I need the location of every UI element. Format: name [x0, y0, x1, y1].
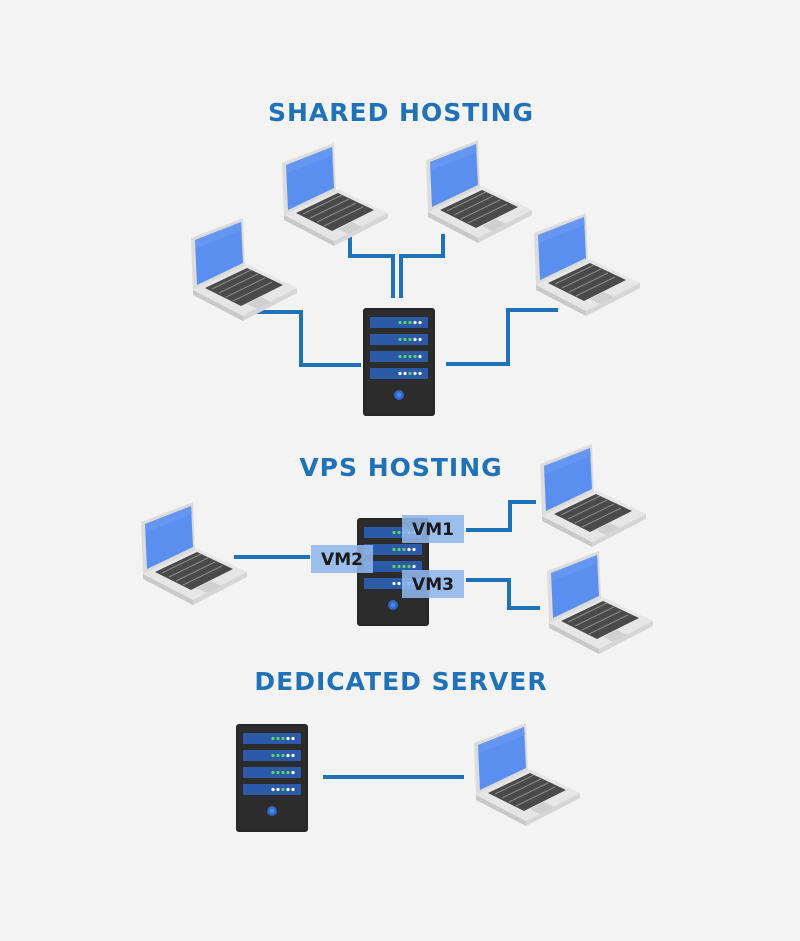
laptop-icon [533, 212, 641, 317]
vps-connector-vm1 [466, 500, 536, 532]
dedicated-server-section: DEDICATED SERVER [236, 667, 581, 832]
server-tower-icon [363, 308, 435, 416]
laptop-icon [425, 139, 533, 244]
laptop-icon [546, 550, 654, 655]
vm2-label: VM2 [321, 550, 363, 570]
laptop-icon [473, 722, 581, 827]
laptop-icon [281, 142, 389, 247]
vm3-label-box: VM3 [402, 570, 464, 598]
laptop-icon [190, 217, 298, 322]
vm3-label: VM3 [412, 575, 454, 595]
shared-hosting-title: SHARED HOSTING [268, 98, 534, 127]
shared-connector-top-left [348, 234, 395, 298]
laptop-icon [140, 501, 248, 606]
laptop-icon [539, 443, 647, 548]
shared-connector-right [446, 308, 558, 366]
shared-connector-left [246, 310, 361, 367]
server-tower-icon [236, 724, 308, 832]
shared-connector-top-right [399, 234, 445, 298]
vm1-label: VM1 [412, 520, 454, 540]
shared-hosting-section: SHARED HOSTING [190, 98, 641, 416]
vps-connector-vm3 [466, 578, 540, 610]
vm1-label-box: VM1 [402, 515, 464, 543]
vps-hosting-title: VPS HOSTING [299, 453, 502, 482]
vm2-label-box: VM2 [311, 545, 373, 573]
dedicated-server-title: DEDICATED SERVER [254, 667, 547, 696]
vps-hosting-section: VPS HOSTING VM1 VM2 VM3 [140, 443, 654, 655]
